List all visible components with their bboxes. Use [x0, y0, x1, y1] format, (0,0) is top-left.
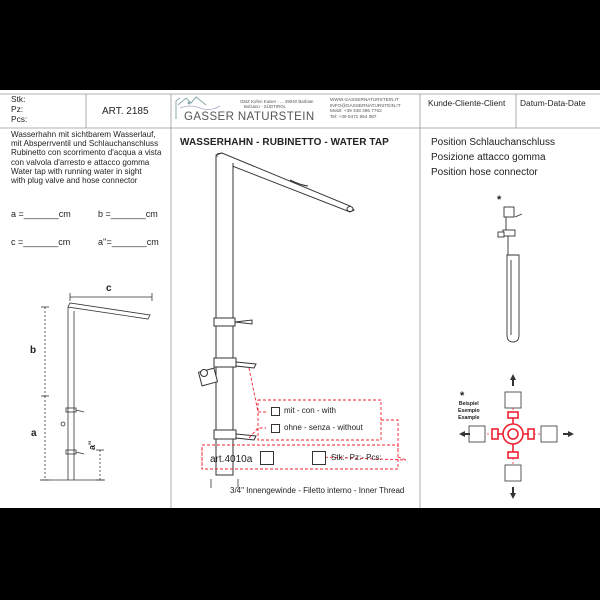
option-without-checkbox[interactable]: [271, 424, 280, 433]
description-line-3: Rubinetto con scorrimento d'acqua a vist…: [11, 148, 162, 158]
option-with-checkbox[interactable]: [271, 407, 280, 416]
dimension-drawing: [40, 293, 153, 481]
example-line-en: Example: [458, 415, 480, 422]
drawing-label-a: a: [31, 428, 37, 439]
example-line-it: Esempio: [458, 408, 480, 415]
option-quantity-label: Stk:- Pz:- Pcs:: [331, 453, 382, 462]
article-number: ART. 2185: [102, 106, 149, 117]
drawing-label-b: b: [30, 345, 37, 356]
date-label: Datum-Data-Date: [520, 98, 586, 108]
product-title: WASSERHAHN - RUBINETTO - WATER TAP: [180, 137, 389, 148]
description-line-1: Wasserhahn mit sichtbarem Wasserlauf,: [11, 130, 156, 139]
pz-label: Pz:: [11, 104, 24, 114]
position-star-example: *: [460, 390, 465, 402]
position-star-top: *: [497, 194, 502, 206]
drawing-label-c: c: [106, 283, 112, 294]
dimension-c-field[interactable]: c =_______cm: [11, 237, 71, 247]
position-heading: Position Schlauchanschluss Posizione att…: [431, 135, 555, 180]
option-article-checkbox[interactable]: [260, 451, 274, 465]
tap-drawing: [197, 152, 407, 488]
position-left-box[interactable]: [468, 425, 486, 443]
contact-web: WWW.GASSERNATURSTEIN.IT: [330, 97, 399, 102]
dimension-a-field[interactable]: a =_______cm: [11, 209, 71, 219]
option-with-label: mit - con - with: [284, 406, 337, 415]
brand-logo-icon: [175, 96, 221, 119]
position-line-3: Position hose connector: [431, 167, 538, 178]
position-selector: [459, 374, 574, 499]
description-line-2: mit Absperrventil und Schlauchanschluss: [11, 139, 159, 149]
position-line-2: Posizione attacco gomma: [431, 152, 546, 163]
stk-label: Stk:: [11, 94, 26, 104]
position-right-box[interactable]: [540, 425, 558, 443]
tap-side-view: [497, 206, 523, 343]
company-address: GMZ Kofen Kaiser - ... 39040 Barbian Bol…: [240, 99, 313, 110]
description-line-4: con valvola d'arresto e attacco gomma: [11, 157, 150, 167]
option-without-label: ohne - senza - without: [284, 423, 363, 432]
brand-name: GASSER NATURSTEIN: [184, 111, 315, 123]
pcs-label: Pcs:: [11, 114, 28, 124]
description-line-6: with plug valve and hose connector: [11, 176, 138, 186]
product-description: Wasserhahn mit sichtbarem Wasserlauf, mi…: [11, 130, 161, 185]
description-line-5: Water tap with running water in sight: [11, 166, 142, 176]
example-line-de: Beispiel: [458, 401, 479, 407]
thread-note: 3/4" Innengewinde - Filetto interno - In…: [230, 486, 405, 495]
position-top-box[interactable]: [504, 391, 522, 409]
product-sheet: Stk: Pz: Pcs: ART. 2185 GMZ Kofen Kaiser…: [0, 90, 600, 508]
option-quantity-box[interactable]: [312, 451, 326, 465]
contact-tel: Tel: +39 0471 654 087: [330, 113, 377, 119]
dimension-b-field[interactable]: b =_______cm: [98, 209, 158, 219]
contact-email: INFO@GASSERNATURSTEIN.IT: [330, 102, 401, 108]
contact-mobile: Mobil: +39 348 396 7762: [330, 108, 382, 114]
sheet-grid: [0, 93, 600, 508]
position-line-1: Position Schlauchanschluss: [431, 137, 555, 148]
client-label: Kunde-Cliente-Client: [428, 98, 506, 108]
position-bottom-box[interactable]: [504, 464, 522, 482]
position-example-label: Beispiel Esempio Example: [458, 401, 480, 423]
company-contact: WWW.GASSERNATURSTEIN.IT INFO@GASSERNATUR…: [330, 97, 401, 119]
option-article-label: art.4010a: [210, 454, 253, 465]
address-line-1: GMZ Kofen Kaiser - ... 39040 Barbian: [240, 99, 314, 104]
dimension-a2-field[interactable]: a''=_______cm: [98, 237, 159, 247]
address-line-2: Bolzano - SÜDTIROL: [244, 104, 286, 110]
